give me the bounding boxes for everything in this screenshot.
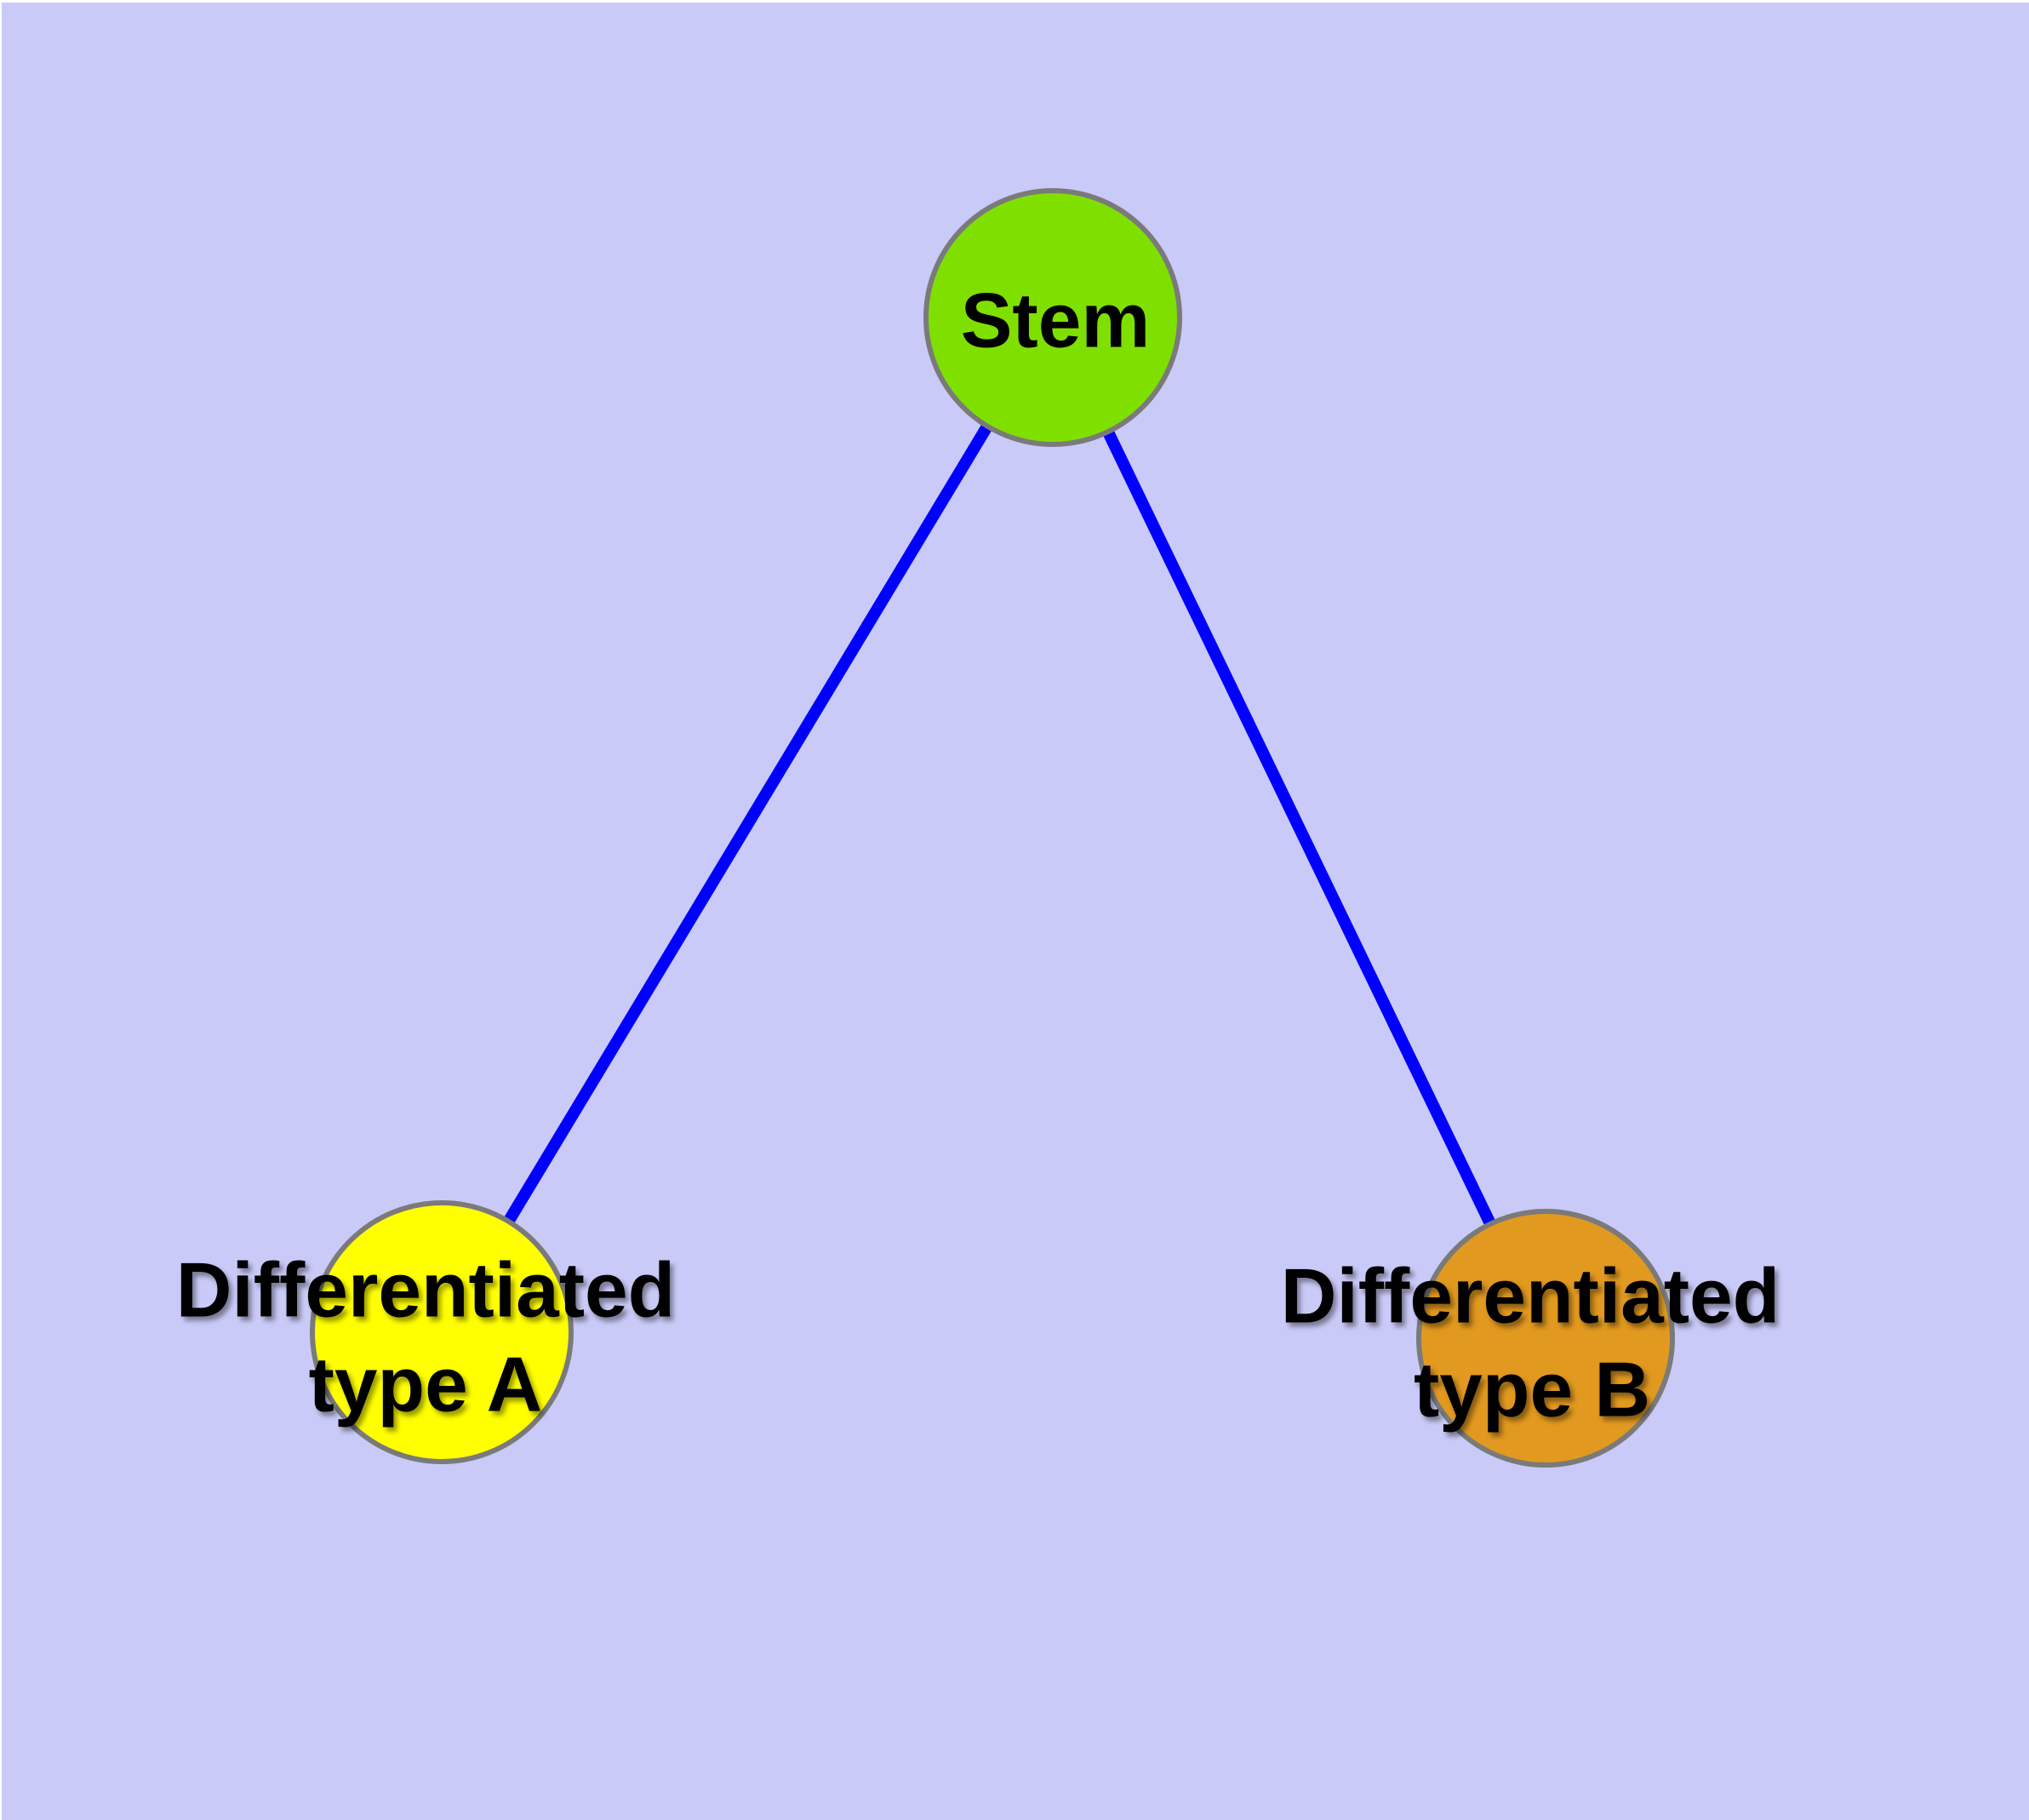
edge-stem-to-type-a [437, 314, 1058, 1336]
node-stem: Stem [923, 188, 1182, 447]
node-type-a-label-line2: type A [309, 1342, 543, 1428]
node-type-a-label-line1: Differentiated [176, 1248, 676, 1334]
node-type-b: Differentiated type B [1281, 1209, 1780, 1468]
node-stem-label: Stem [961, 278, 1151, 364]
node-type-b-circle [1416, 1209, 1675, 1468]
node-type-a-circle [310, 1200, 574, 1464]
node-stem-circle [923, 188, 1182, 447]
node-type-b-label-line2: type B [1414, 1348, 1650, 1434]
edge-stem-to-type-b [1047, 314, 1552, 1342]
node-type-b-label-line1: Differentiated [1281, 1254, 1780, 1340]
node-type-a: Differentiated type A [176, 1200, 676, 1464]
